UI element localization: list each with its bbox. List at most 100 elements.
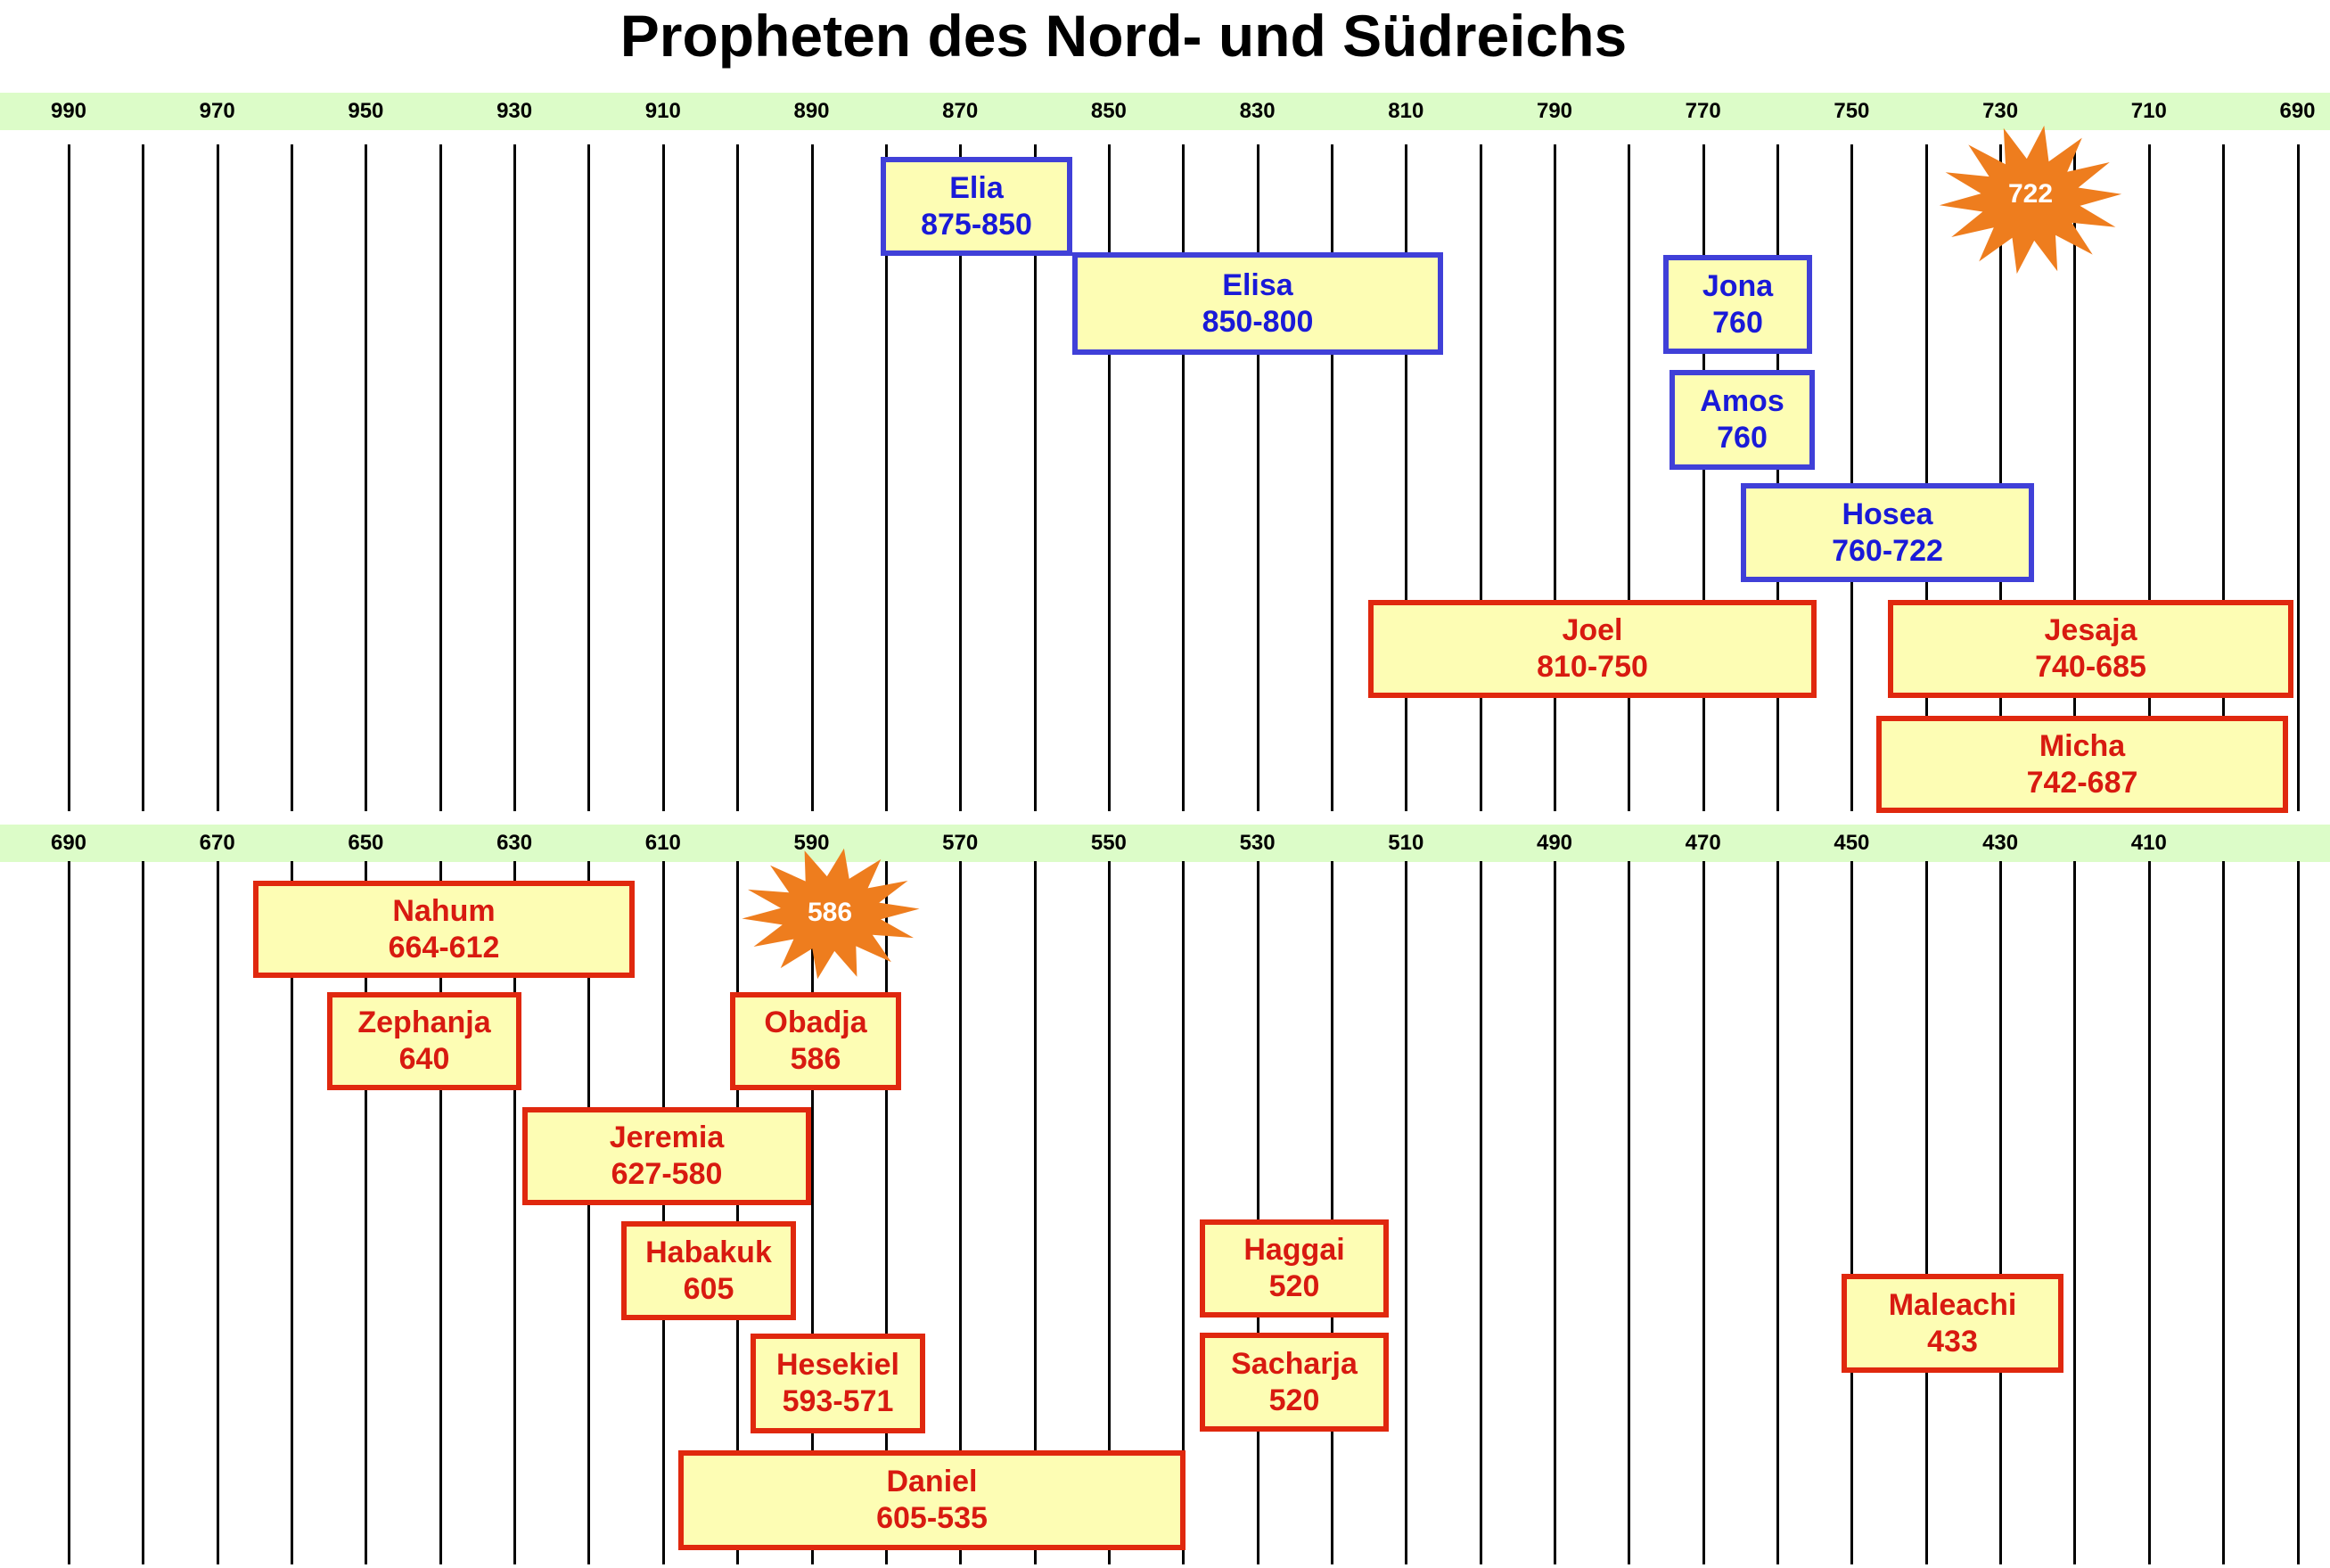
top-axis-tick-label: 710 (2130, 99, 2167, 123)
grid-line (1107, 861, 1111, 1564)
prophet-dates: 640 (398, 1042, 450, 1076)
prophet-name: Habakuk (645, 1235, 772, 1269)
bottom-axis-tick-label: 650 (348, 831, 384, 855)
top-axis-tick-label: 790 (1536, 99, 1573, 123)
prophet-dates: 850-800 (1202, 304, 1314, 339)
prophet-dates: 664-612 (388, 930, 500, 965)
bottom-axis-tick-label: 670 (199, 831, 235, 855)
prophet-name: Maleachi (1888, 1287, 2017, 1322)
grid-line (2296, 861, 2300, 1564)
grid-line (1479, 861, 1482, 1564)
event-722-burst (1939, 125, 2122, 275)
grid-line (810, 144, 814, 811)
prophet-box-elisa: Elisa 850-800 (1072, 252, 1443, 355)
top-axis-tick-label: 810 (1388, 99, 1424, 123)
grid-line (1850, 144, 1854, 811)
prophet-name: Haggai (1243, 1233, 1345, 1267)
event-586-burst (742, 848, 920, 980)
grid-line (1776, 861, 1780, 1564)
prophet-name: Zephanja (357, 1006, 491, 1039)
top-axis-tick-label: 770 (1685, 99, 1721, 123)
prophet-name: Obadja (764, 1006, 867, 1039)
top-axis-tick-label: 950 (348, 99, 384, 123)
top-axis-tick-label: 870 (942, 99, 979, 123)
prophet-box-micha: Micha 742-687 (1876, 716, 2288, 813)
prophet-name: Jesaja (2044, 613, 2137, 647)
bottom-axis-tick-label: 470 (1685, 831, 1721, 855)
grid-line (884, 144, 888, 811)
prophet-name: Jona (1702, 268, 1774, 303)
prophet-dates: 760 (1712, 305, 1763, 340)
prophet-box-haggai: Haggai 520 (1200, 1219, 1389, 1318)
prophet-box-jesaja: Jesaja 740-685 (1888, 600, 2293, 698)
bottom-axis-tick-label: 510 (1388, 831, 1424, 855)
grid-line (661, 861, 665, 1564)
prophet-dates: 593-571 (782, 1384, 894, 1418)
grid-line (1628, 144, 1631, 811)
prophet-name: Sacharja (1231, 1346, 1358, 1381)
bottom-axis-tick-label: 450 (1834, 831, 1870, 855)
bottom-axis-tick-label: 550 (1090, 831, 1127, 855)
grid-line (587, 861, 591, 1564)
page-title: Propheten des Nord- und Südreichs (619, 3, 1628, 69)
prophet-box-habakuk: Habakuk 605 (621, 1221, 796, 1320)
grid-line (1182, 144, 1186, 811)
prophet-name: Elisa (1222, 267, 1293, 302)
grid-line (1850, 861, 1854, 1564)
grid-line (2147, 144, 2151, 811)
grid-line (513, 861, 517, 1564)
grid-line (1256, 144, 1259, 811)
grid-line (216, 861, 219, 1564)
prophet-box-hesekiel: Hesekiel 593-571 (751, 1334, 925, 1433)
prophet-name: Daniel (886, 1465, 978, 1498)
grid-line (884, 861, 888, 1564)
grid-line (291, 861, 294, 1564)
prophet-dates: 605-535 (876, 1501, 988, 1535)
grid-line (959, 144, 963, 811)
grid-line (365, 861, 368, 1564)
bottom-axis-tick-label: 630 (496, 831, 533, 855)
top-axis-tick-label: 990 (50, 99, 87, 123)
top-axis-tick-label: 890 (793, 99, 830, 123)
grid-line (2147, 861, 2151, 1564)
prophet-dates: 520 (1268, 1269, 1320, 1303)
grid-line (1702, 144, 1705, 811)
prophet-dates: 810-750 (1537, 650, 1648, 684)
bottom-axis-tick-label: 430 (1982, 831, 2019, 855)
top-axis-band (0, 93, 2330, 130)
grid-line (1554, 144, 1556, 811)
grid-line (439, 861, 442, 1564)
bottom-axis-tick-label: 570 (942, 831, 979, 855)
grid-line (1330, 861, 1333, 1564)
grid-line (1999, 144, 2003, 811)
grid-line (68, 144, 70, 811)
prophet-box-joel: Joel 810-750 (1368, 600, 1817, 698)
event-586-label: 586 (807, 898, 853, 927)
grid-line (513, 144, 517, 811)
prophet-box-daniel: Daniel 605-535 (678, 1450, 1186, 1550)
grid-line (1405, 861, 1408, 1564)
grid-line (1999, 861, 2003, 1564)
prophet-box-maleachi: Maleachi 433 (1842, 1274, 2063, 1373)
prophet-dates: 740-685 (2035, 650, 2146, 684)
grid-line (1256, 861, 1259, 1564)
prophet-name: Hesekiel (776, 1348, 899, 1382)
top-axis-tick-label: 970 (199, 99, 235, 123)
grid-line (1182, 861, 1186, 1564)
prophet-name: Hosea (1842, 497, 1933, 531)
grid-line (1924, 861, 1928, 1564)
top-axis-tick-label: 730 (1982, 99, 2019, 123)
grid-line (1776, 144, 1780, 811)
prophet-name: Jeremia (609, 1121, 725, 1154)
top-axis-tick-label: 850 (1090, 99, 1127, 123)
prophet-dates: 742-687 (2026, 765, 2138, 800)
top-axis-tick-label: 690 (2279, 99, 2316, 123)
grid-line (142, 861, 145, 1564)
event-722-label: 722 (2007, 179, 2054, 209)
grid-line (2073, 144, 2077, 811)
bottom-axis-tick-label: 530 (1239, 831, 1276, 855)
prophet-box-hosea: Hosea 760-722 (1741, 483, 2034, 582)
prophet-dates: 605 (683, 1271, 734, 1306)
grid-line (587, 144, 591, 811)
bottom-axis-tick-label: 490 (1536, 831, 1573, 855)
